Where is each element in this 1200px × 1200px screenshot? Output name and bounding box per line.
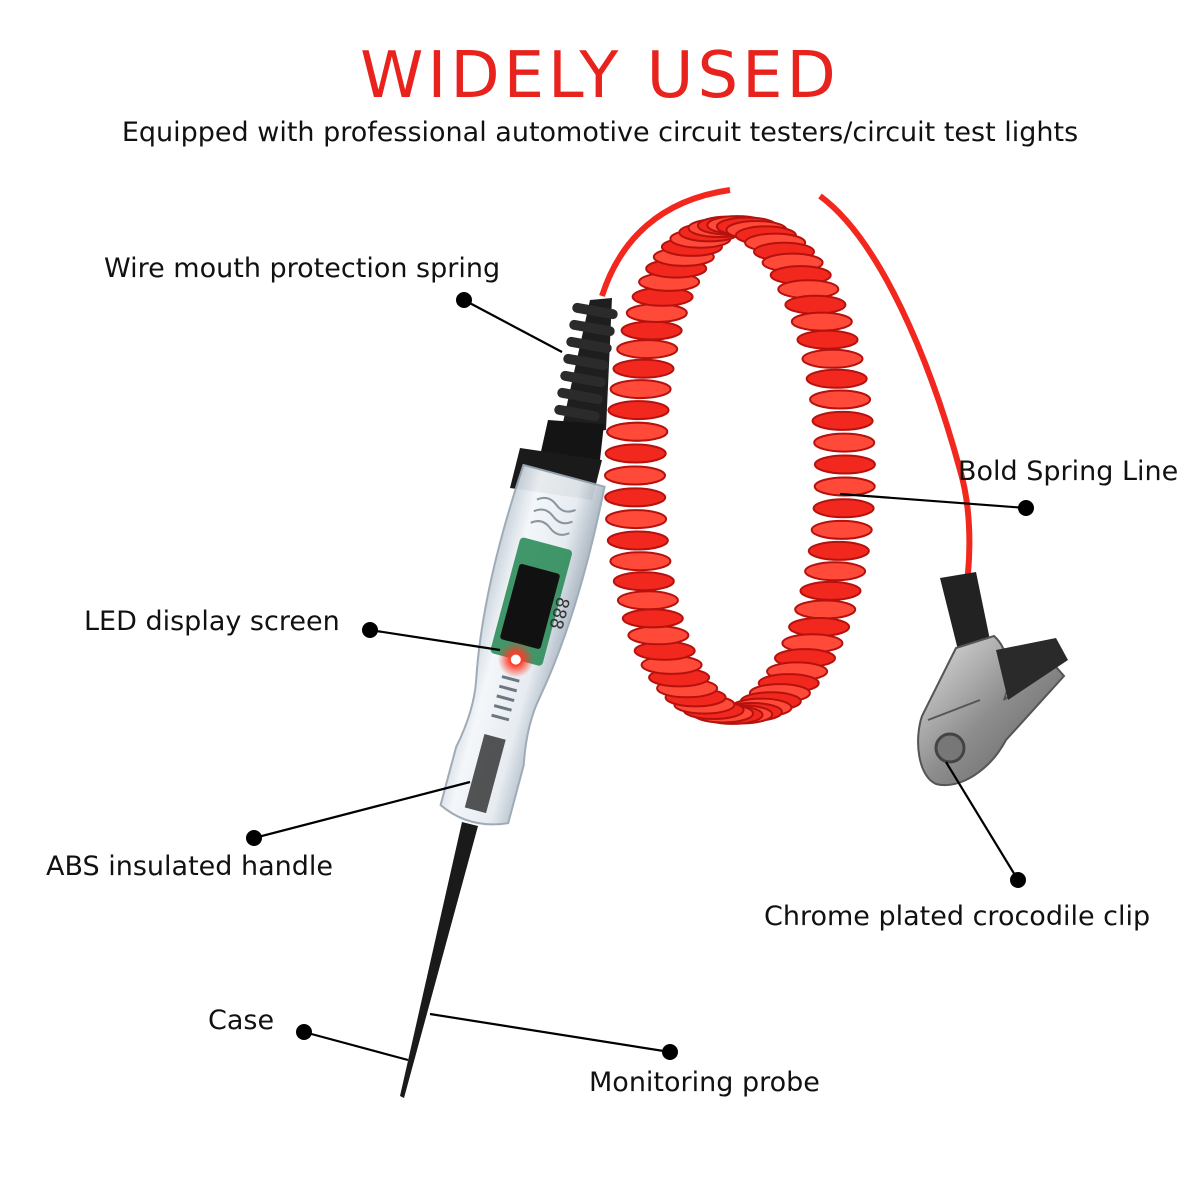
monitoring-probe [400,822,478,1098]
boot-rib [560,370,606,388]
boot-rib [554,404,600,422]
clip-wire [818,193,973,589]
coil-ring [606,421,669,442]
label-abs-insulated-handle: ABS insulated handle [46,851,334,882]
led-display-screen: 888 [500,564,573,649]
label-wire-mouth-protection-spring: Wire mouth protection spring [104,253,501,284]
label-case: Case [208,1005,275,1036]
coil-ring [612,358,675,379]
coil-ring [813,454,876,475]
coil-ring [788,617,851,637]
coil-ring [625,303,688,323]
coil-ring [616,590,679,611]
coil-ring [604,465,666,486]
leader-lines [253,299,1027,1062]
coil-ring [799,580,862,601]
coil-ring [604,443,667,464]
coil-ring [604,487,667,508]
coil-ring [812,498,875,519]
boot-rib [569,319,615,337]
label-chrome-plated-crocodile-clip: Chrome plated crocodile clip [764,901,1151,932]
coil-ring [794,599,857,620]
coil-ring [805,368,868,389]
coil-ring [813,476,876,497]
coil-ring [612,571,675,592]
coil-ring [804,561,867,582]
coil-ring [784,294,847,315]
page-title: WIDELY USED [360,39,840,113]
coil-ring [810,519,873,540]
coil-ring [609,551,672,572]
label-monitoring-probe: Monitoring probe [589,1067,820,1098]
boot-wire [599,187,731,297]
boot-rib [557,387,603,405]
coil-ring [811,410,874,431]
coil-ring [809,389,872,410]
boot-rib [572,302,618,320]
coil-ring [801,348,864,369]
coil-ring [790,311,853,332]
coil-ring [796,329,859,350]
coil-ring [807,540,870,561]
label-bold-spring-line: Bold Spring Line [958,456,1179,487]
coil-ring [813,432,876,453]
leader-dots [246,292,1034,1060]
coil-ring [606,530,669,551]
boot-rib [563,353,609,371]
coil-ring [609,379,672,400]
boot-rib [566,336,612,354]
bold-spring-line [604,215,876,725]
coil-ring [620,320,683,341]
coil-ring [621,608,684,629]
abs-insulated-handle: 888 [439,463,606,826]
coil-ring [605,509,668,530]
page-subtitle: Equipped with professional automotive ci… [121,117,1079,148]
coil-ring [616,339,679,360]
crocodile-clip [917,572,1068,787]
coil-ring [607,400,670,421]
coil-ring [627,625,690,646]
label-led-display-screen: LED display screen [84,606,340,637]
